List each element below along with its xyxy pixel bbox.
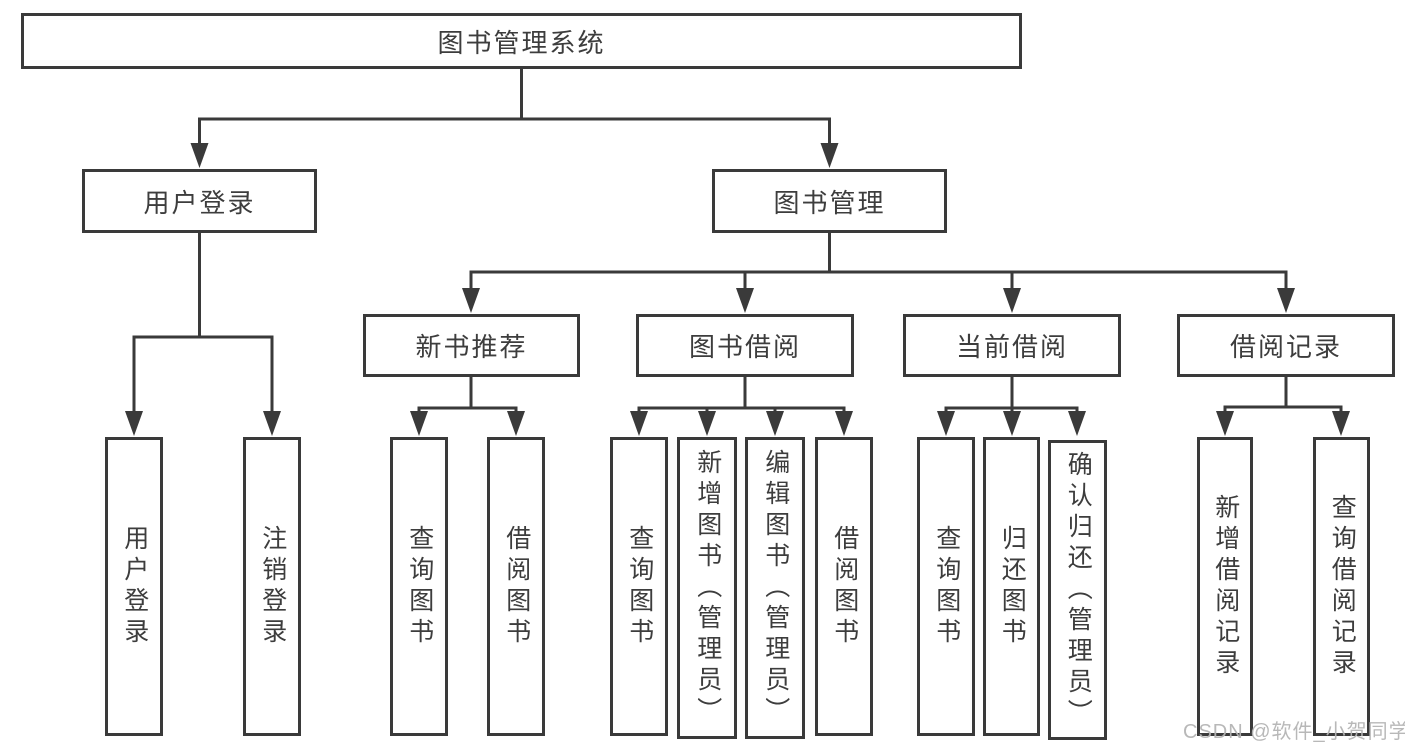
node-label: 注销登录 [258,524,287,649]
node-label: 编辑图书（管理员） [761,448,790,728]
leaf-edit-books-admin: 编辑图书（管理员） [745,437,805,739]
leaf-return-books: 归还图书 [983,437,1040,736]
leaf-add-borrow-record: 新增借阅记录 [1197,437,1253,736]
node-user-login: 用户登录 [82,169,317,233]
leaf-confirm-return-admin: 确认归还（管理员） [1048,440,1107,740]
node-borrowing-records: 借阅记录 [1177,314,1395,377]
node-label: 查询图书 [405,524,434,649]
node-label: 确认归还（管理员） [1064,450,1093,730]
node-label: 借阅图书 [502,524,531,649]
leaf-add-books-admin: 新增图书（管理员） [677,437,737,739]
leaf-query-books-recommend: 查询图书 [390,437,448,736]
node-label: 归还图书 [998,524,1027,649]
node-book-borrowing: 图书借阅 [636,314,854,377]
leaf-user-login: 用户登录 [105,437,163,736]
node-label: 图书借阅 [688,332,801,362]
node-label: 用户登录 [120,524,149,649]
node-label: 用户登录 [143,187,256,218]
node-label: 查询图书 [625,524,654,649]
node-label: 借阅记录 [1229,332,1342,362]
arrowheads [125,143,1350,436]
node-label: 图书管理 [773,187,886,218]
leaf-query-books-current: 查询图书 [917,437,975,736]
node-label: 查询借阅记录 [1328,493,1357,680]
leaf-query-borrow-record: 查询借阅记录 [1313,437,1370,736]
node-new-book-recommendation: 新书推荐 [363,314,580,377]
node-current-borrowing: 当前借阅 [903,314,1121,377]
node-label: 借阅图书 [830,524,859,649]
leaf-borrow-books-recommend: 借阅图书 [487,437,545,736]
leaf-query-books-borrowing: 查询图书 [610,437,668,736]
node-label: 新增借阅记录 [1211,493,1240,680]
node-label: 新书推荐 [415,332,528,362]
leaf-borrow-books: 借阅图书 [815,437,873,736]
node-label: 图书管理系统 [437,27,606,58]
csdn-watermark: CSDN @软件_小贺同学 [1183,721,1405,743]
node-label: 查询图书 [932,524,961,649]
node-label: 新增图书（管理员） [693,448,722,728]
node-book-management: 图书管理 [712,169,947,233]
leaf-logout: 注销登录 [243,437,301,736]
node-library-management-system: 图书管理系统 [21,13,1022,69]
node-label: 当前借阅 [955,332,1068,362]
